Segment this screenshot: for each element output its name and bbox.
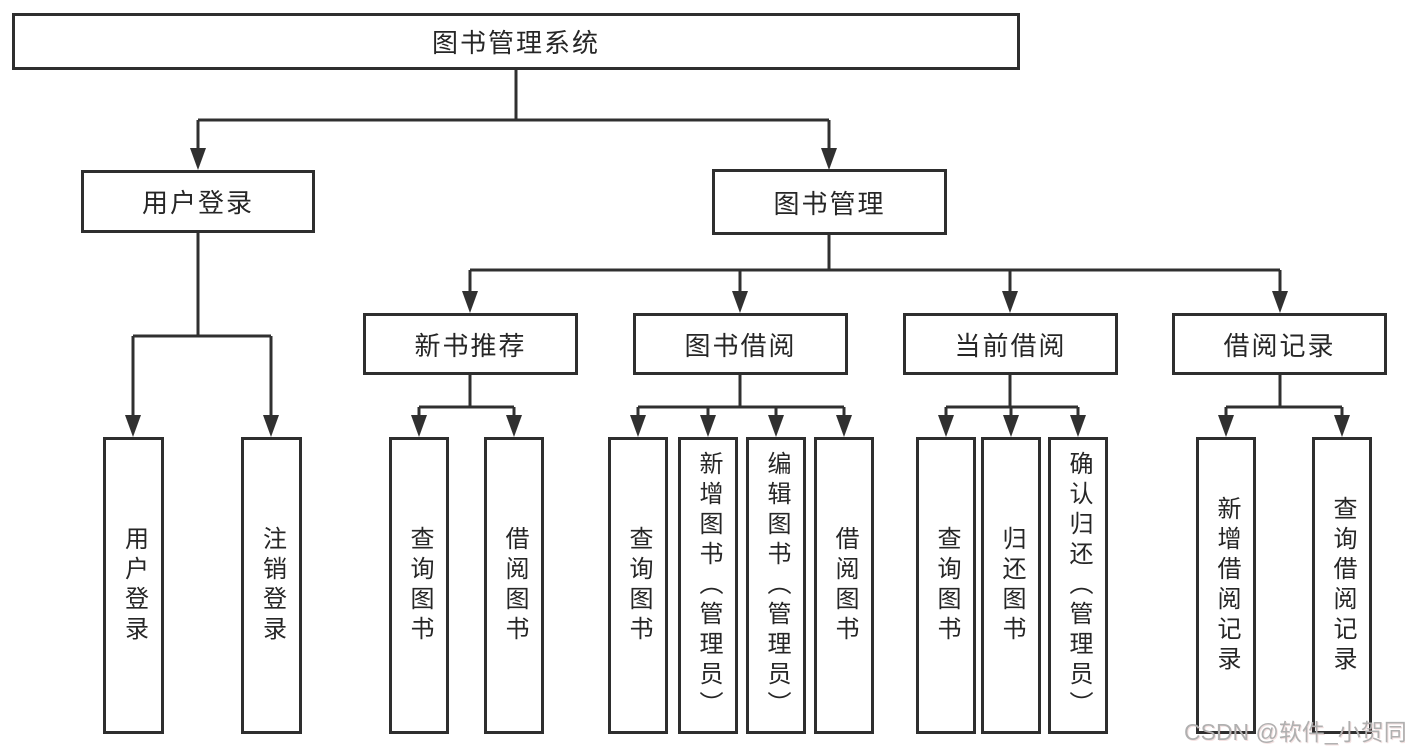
- node-book-management: 图书管理: [712, 169, 947, 235]
- leaf-return-book: 归还图书: [981, 437, 1041, 734]
- leaf-borrow-books-newbook: 借阅图书: [484, 437, 544, 734]
- leaf-edit-book-admin: 编辑图书（管理员）: [746, 437, 806, 734]
- edge-current-to-leaves: [938, 375, 1086, 437]
- node-user-login: 用户登录: [81, 170, 315, 233]
- leaf-query-books-current: 查询图书: [916, 437, 976, 734]
- node-new-book-recommend: 新书推荐: [363, 313, 578, 375]
- leaf-logout: 注销登录: [241, 437, 302, 734]
- leaf-add-borrow-record: 新增借阅记录: [1196, 437, 1256, 734]
- edge-newbook-to-leaves: [411, 375, 522, 437]
- leaf-query-books-newbook: 查询图书: [389, 437, 449, 734]
- node-book-borrowing: 图书借阅: [633, 313, 848, 375]
- leaf-confirm-return-admin: 确认归还（管理员）: [1048, 437, 1108, 734]
- edge-login-to-leaves: [125, 233, 279, 437]
- csdn-watermark: CSDN @软件_小贺同学: [1184, 719, 1405, 745]
- node-current-borrowing: 当前借阅: [903, 313, 1118, 375]
- node-borrow-records: 借阅记录: [1172, 313, 1387, 375]
- node-root: 图书管理系统: [12, 13, 1020, 70]
- edge-root-to-level2: [190, 70, 837, 170]
- edge-management-to-level3: [462, 233, 1288, 313]
- leaf-borrow-books-borrow: 借阅图书: [814, 437, 874, 734]
- leaf-user-login: 用户登录: [103, 437, 164, 734]
- leaf-query-borrow-record: 查询借阅记录: [1312, 437, 1372, 734]
- leaf-add-book-admin: 新增图书（管理员）: [678, 437, 738, 734]
- edge-records-to-leaves: [1218, 375, 1350, 437]
- leaf-query-books-borrow: 查询图书: [608, 437, 668, 734]
- edge-borrow-to-leaves: [630, 375, 852, 437]
